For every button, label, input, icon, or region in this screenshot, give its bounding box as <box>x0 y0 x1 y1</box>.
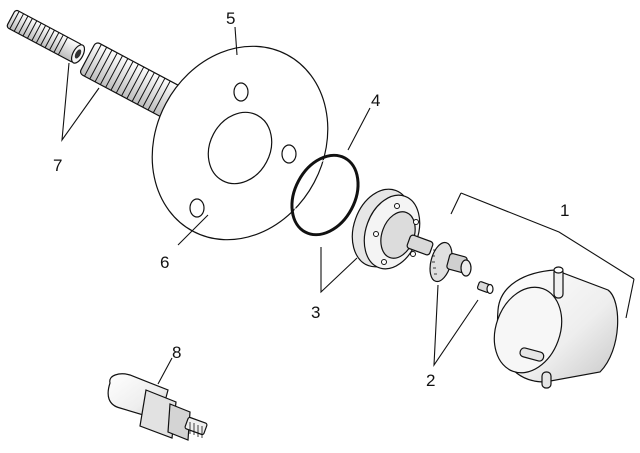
o-ring <box>290 153 360 237</box>
escutcheon-plate <box>151 45 329 241</box>
threaded-extension-small <box>6 9 86 64</box>
set-screw <box>476 281 494 295</box>
leader-lines <box>61 26 635 385</box>
callout-1: 1 <box>560 201 569 220</box>
callout-3: 3 <box>311 303 320 322</box>
callout-4: 4 <box>371 91 380 110</box>
callout-7: 7 <box>53 156 62 175</box>
replacement-cartridge <box>107 373 208 441</box>
spindle-adapter <box>429 241 472 283</box>
callout-8: 8 <box>172 343 181 362</box>
callout-6: 6 <box>160 253 169 272</box>
cartridge-flange <box>351 188 434 270</box>
handle-knob <box>493 266 619 389</box>
callout-2: 2 <box>426 371 435 390</box>
callout-5: 5 <box>226 9 235 28</box>
